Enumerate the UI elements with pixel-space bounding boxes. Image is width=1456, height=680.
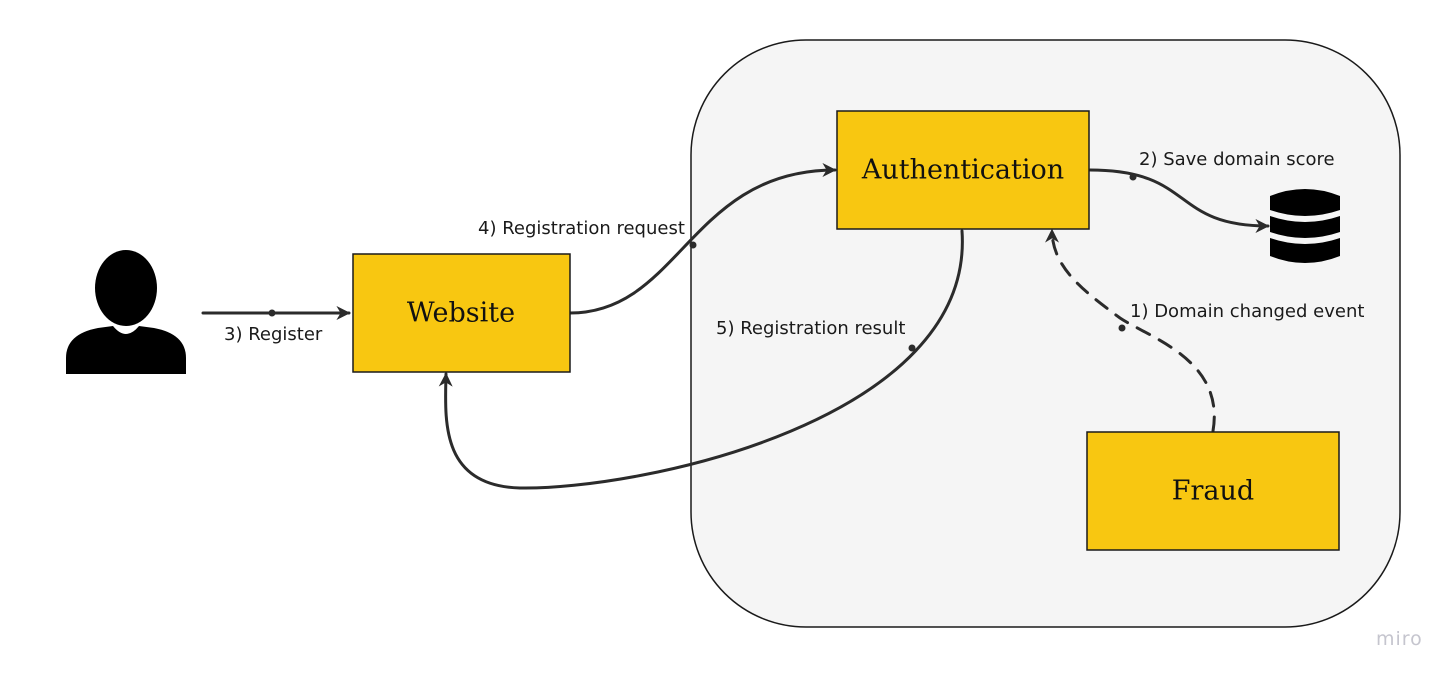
edge-dot [1129,173,1137,181]
edge-label-register: 3) Register [224,324,323,345]
edge-dots [268,173,1137,352]
node-authentication-label: Authentication [861,155,1064,186]
edge-label-save-domain-score: 2) Save domain score [1139,149,1335,170]
edge-dot [689,241,697,249]
database-icon [1270,189,1340,263]
edge-label-registration-result: 5) Registration result [716,318,905,339]
node-authentication[interactable]: Authentication [836,110,1090,230]
edge-registration-request [568,163,837,315]
node-website-label: Website [407,298,515,329]
edge-save-domain-score [1088,168,1270,233]
edges [201,163,1270,490]
edge-registration-result [438,229,964,490]
edge-label-domain-changed-event: 1) Domain changed event [1130,301,1364,322]
edge-dot [908,344,916,352]
edge-dot [1118,324,1126,332]
node-website[interactable]: Website [352,253,571,373]
user-icon [66,250,186,374]
miro-watermark: miro [1376,628,1423,650]
edge-domain-changed-event [1045,228,1216,433]
edge-label-registration-request: 4) Registration request [478,218,685,239]
node-fraud[interactable]: Fraud [1086,431,1340,551]
edge-dot [268,309,276,317]
node-fraud-label: Fraud [1172,476,1254,507]
